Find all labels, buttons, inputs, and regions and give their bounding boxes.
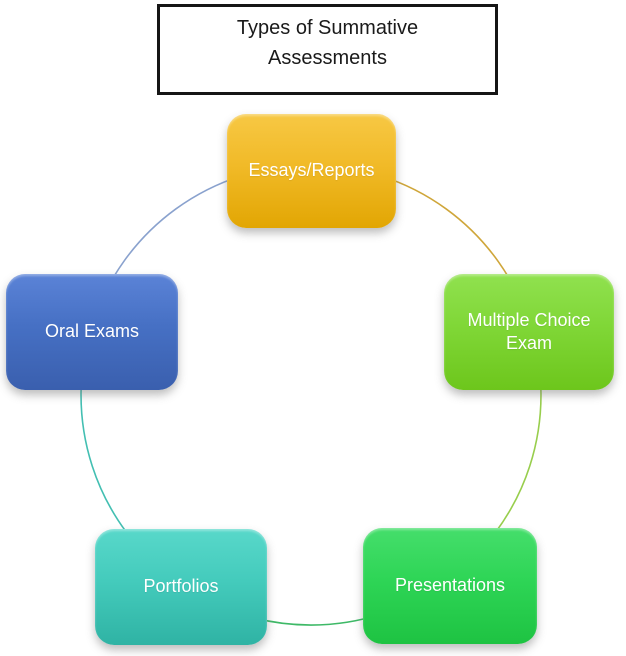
diagram-title-line2: Assessments [268,46,387,69]
diagram-title-line1: Types of Summative [236,16,419,39]
node-presentations: Presentations [363,528,537,644]
node-presentations-label: Presentations [394,575,506,596]
node-multiple-choice-exam-label: Multiple Choice Exam [467,309,591,353]
node-oral-exams-label: Oral Exams [44,321,140,342]
node-portfolios-label: Portfolios [143,576,219,597]
diagram-title-box: Types of Summative Assessments [157,4,498,95]
node-essays-reports: Essays/Reports [227,114,396,228]
node-multiple-choice-exam: Multiple Choice Exam [444,274,614,390]
node-oral-exams: Oral Exams [6,274,178,390]
node-portfolios: Portfolios [95,529,267,645]
node-essays-reports-label: Essays/Reports [248,160,375,181]
